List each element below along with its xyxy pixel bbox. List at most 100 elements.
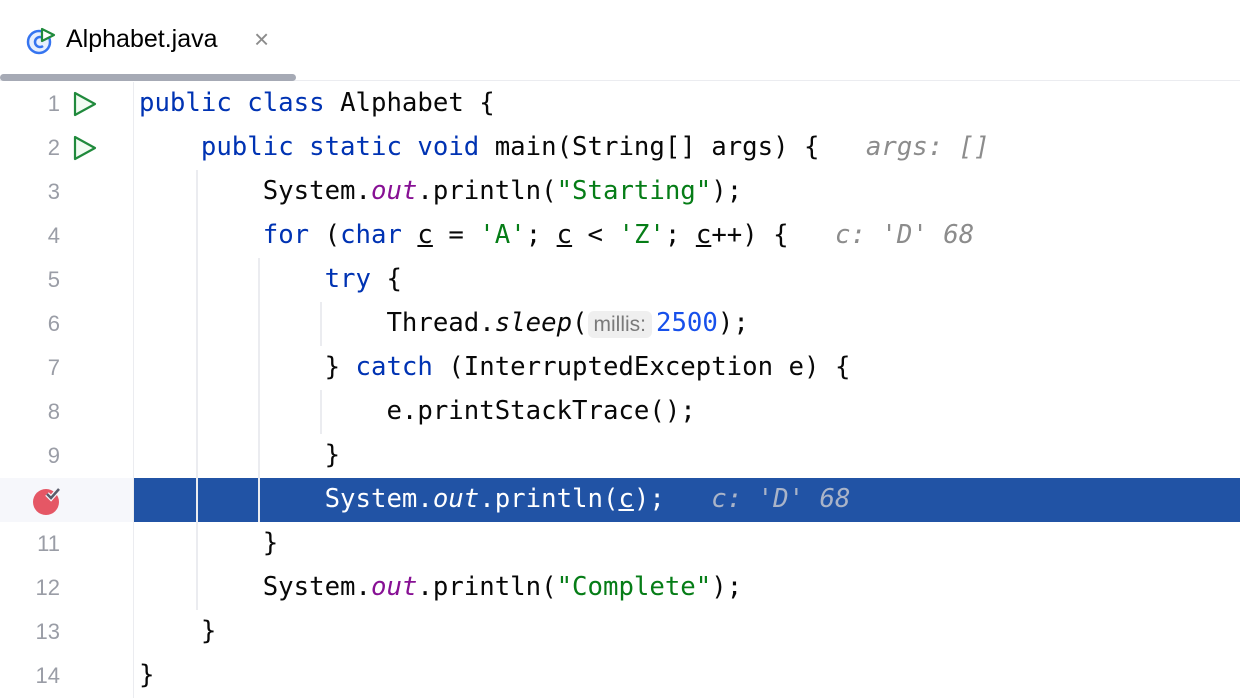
editor-gutter — [0, 82, 134, 698]
code-token: ); — [717, 308, 749, 338]
code-token: out — [432, 484, 480, 514]
line-number: 1 — [47, 91, 60, 116]
code-text: } — [139, 616, 216, 646]
inline-debug-value: c: 'D' 68 — [788, 220, 975, 250]
code-line[interactable]: 14} — [0, 654, 1240, 698]
code-line[interactable]: 3 System.out.println("Starting"); — [0, 170, 1240, 214]
code-text: public class Alphabet { — [139, 88, 495, 118]
code-token: "Starting" — [556, 176, 712, 206]
code-text: System.out.println("Complete"); — [139, 572, 742, 602]
breakpoint-verified-icon[interactable] — [32, 486, 62, 516]
code-token: public class — [139, 88, 341, 118]
code-token: } — [139, 616, 217, 646]
code-line[interactable]: 13 } — [0, 610, 1240, 654]
code-token: 'A' — [479, 220, 526, 250]
execution-point-highlight — [134, 478, 1240, 522]
line-number: 8 — [47, 399, 60, 424]
run-icon[interactable] — [72, 134, 98, 162]
code-token: < — [572, 220, 619, 250]
code-token: ); — [633, 484, 665, 514]
code-line[interactable]: 12 System.out.println("Complete"); — [0, 566, 1240, 610]
code-token — [139, 264, 325, 294]
indent-guide — [320, 390, 322, 434]
code-token: public static void — [200, 132, 495, 162]
close-tab-icon[interactable]: × — [254, 24, 270, 54]
tab-title: Alphabet.java — [66, 25, 218, 53]
code-text: e.printStackTrace(); — [139, 396, 696, 426]
current-line-gutter — [0, 478, 133, 522]
code-line[interactable]: 7 } catch (InterruptedException e) { — [0, 346, 1240, 390]
code-text: } — [139, 440, 340, 470]
line-number: 3 — [47, 179, 60, 204]
indent-guide — [258, 258, 260, 522]
code-line[interactable]: 2 public static void main(String[] args)… — [0, 126, 1240, 170]
code-line[interactable]: 9 } — [0, 434, 1240, 478]
indent-guide — [196, 170, 198, 610]
code-token: ); — [711, 176, 743, 206]
active-tab-indicator — [0, 74, 296, 81]
code-text: System.out.println(c); c: 'D' 68 — [139, 484, 851, 514]
code-token: Alphabet { — [340, 88, 495, 118]
code-token: (InterruptedException e) { — [448, 352, 851, 382]
code-text: } — [139, 660, 154, 690]
code-token: ); — [711, 572, 743, 602]
inline-debug-value: args: [] — [819, 132, 990, 162]
code-token — [139, 132, 201, 162]
parameter-hint: millis: — [587, 311, 652, 338]
code-token: .println( — [417, 572, 557, 602]
code-line[interactable]: 6 Thread.sleep(millis:2500); — [0, 302, 1240, 346]
inline-debug-value: c: 'D' 68 — [664, 484, 851, 514]
code-token: } — [139, 660, 155, 690]
code-token: c — [695, 220, 712, 250]
code-token: System. — [139, 484, 433, 514]
line-number: 6 — [47, 311, 60, 336]
code-token: 'Z' — [618, 220, 665, 250]
code-line[interactable]: 5 try { — [0, 258, 1240, 302]
code-token: 2500 — [656, 308, 718, 338]
code-line[interactable]: System.out.println(c); c: 'D' 68 — [0, 478, 1240, 522]
code-token: ( — [572, 308, 588, 338]
code-token: e.printStackTrace(); — [139, 396, 696, 426]
code-token: c — [417, 220, 433, 250]
code-token: .println( — [479, 484, 619, 514]
code-token: ++) { — [711, 220, 789, 250]
line-number: 11 — [37, 531, 60, 556]
code-token: .println( — [417, 176, 557, 206]
line-number: 7 — [47, 355, 60, 380]
code-line[interactable]: 11 } — [0, 522, 1240, 566]
line-number: 14 — [35, 663, 60, 688]
line-number: 12 — [35, 575, 60, 600]
line-number: 13 — [35, 619, 60, 644]
code-token: char — [340, 220, 418, 250]
code-text: Thread.sleep(millis:2500); — [139, 308, 749, 338]
code-text: try { — [139, 264, 402, 294]
code-text: public static void main(String[] args) {… — [139, 132, 990, 162]
java-class-runnable-icon — [26, 27, 56, 55]
code-token: out — [370, 176, 418, 206]
code-line[interactable]: 4 for (char c = 'A'; c < 'Z'; c++) { c: … — [0, 214, 1240, 258]
code-line[interactable]: 8 e.printStackTrace(); — [0, 390, 1240, 434]
code-token — [139, 220, 263, 250]
code-text: } catch (InterruptedException e) { — [139, 352, 851, 382]
tab-alphabet-java[interactable]: Alphabet.java × — [0, 0, 296, 81]
editor-tab-bar: Alphabet.java × — [0, 0, 1240, 81]
line-number: 4 — [47, 223, 60, 248]
code-text: } — [139, 528, 278, 558]
code-token: c — [618, 484, 634, 514]
code-token: sleep — [494, 308, 573, 338]
code-token: out — [370, 572, 418, 602]
code-text: for (char c = 'A'; c < 'Z'; c++) { c: 'D… — [139, 220, 975, 250]
code-token: System. — [139, 176, 371, 206]
code-token: try — [324, 264, 387, 294]
run-icon[interactable] — [72, 90, 98, 118]
code-text: System.out.println("Starting"); — [139, 176, 742, 206]
line-number: 2 — [47, 135, 60, 160]
code-token: } — [139, 440, 341, 470]
code-token: = — [432, 220, 480, 250]
code-token: System. — [139, 572, 371, 602]
code-line[interactable]: 1 public class Alphabet { — [0, 82, 1240, 126]
code-token: ( — [324, 220, 341, 250]
indent-guide — [320, 302, 322, 346]
line-number: 9 — [47, 443, 60, 468]
code-token: { — [386, 264, 402, 294]
